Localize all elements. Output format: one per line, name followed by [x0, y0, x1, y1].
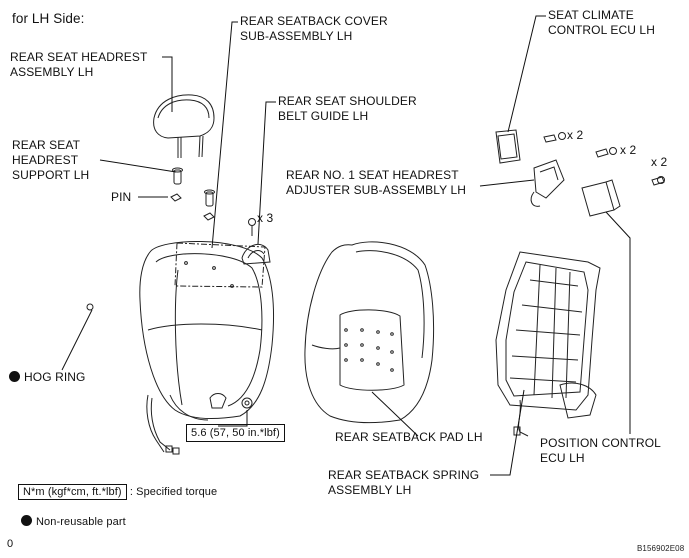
legend-non-reusable-text: Non-reusable part — [36, 516, 126, 528]
label-qty-x2-a: x 2 — [567, 128, 584, 142]
non-reusable-dot-icon — [9, 371, 20, 382]
leader-lines — [61, 15, 631, 476]
label-hog-ring-text: HOG RING — [24, 370, 86, 384]
legend-non-reusable: Non-reusable part — [21, 515, 126, 530]
label-spring-assembly: REAR SEATBACK SPRING ASSEMBLY LH — [328, 468, 480, 497]
label-shoulder-belt-guide: REAR SEAT SHOULDER BELT GUIDE LH — [278, 94, 417, 123]
seatback-cover-drawing — [139, 241, 274, 455]
headrest-drawing — [153, 94, 215, 158]
label-qty-x3: x 3 — [257, 211, 274, 225]
label-headrest: REAR SEAT HEADREST ASSEMBLY LH — [10, 50, 148, 79]
label-qty-x2-b: x 2 — [620, 143, 637, 157]
page-mark: 0 — [7, 538, 14, 550]
label-headrest-adjuster: REAR NO. 1 SEAT HEADREST ADJUSTER SUB-AS… — [286, 168, 467, 197]
position-ecu-drawing — [581, 176, 665, 217]
label-climate-ecu: SEAT CLIMATE CONTROL ECU LH — [548, 8, 655, 37]
headrest-support-drawing — [170, 167, 215, 221]
label-headrest-support: REAR SEAT HEADREST SUPPORT LH — [12, 138, 90, 182]
spring-assembly-drawing — [495, 251, 601, 437]
label-position-ecu: POSITION CONTROL ECU LH — [540, 436, 661, 465]
legend-dot-icon — [21, 515, 32, 526]
legend-unit-box: N*m (kgf*cm, ft.*lbf) — [18, 484, 127, 500]
side-label: for LH Side: — [12, 11, 85, 26]
label-seatback-cover: REAR SEATBACK COVER SUB-ASSEMBLY LH — [240, 14, 388, 43]
torque-value-box: 5.6 (57, 50 in.*lbf) — [186, 424, 285, 442]
figure-code: B156902E08 — [637, 544, 685, 553]
label-pin: PIN — [111, 190, 132, 204]
shoulder-belt-guide-drawing — [241, 218, 271, 265]
climate-ecu-drawing — [495, 129, 566, 164]
seatback-pad-drawing — [304, 241, 435, 424]
label-seatback-pad: REAR SEATBACK PAD LH — [335, 430, 483, 444]
headrest-adjuster-drawing — [530, 147, 617, 207]
label-qty-x2-c: x 2 — [651, 155, 668, 169]
legend-torque-desc: : Specified torque — [129, 486, 218, 498]
legend-torque: N*m (kgf*cm, ft.*lbf) : Specified torque — [18, 484, 218, 500]
label-hog-ring: HOG RING — [9, 370, 85, 385]
